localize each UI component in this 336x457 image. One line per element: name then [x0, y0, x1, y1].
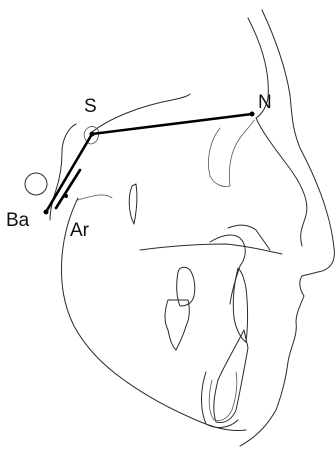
symphysis-inner [209, 372, 237, 421]
basion-point [44, 210, 49, 215]
label-s: S [84, 96, 97, 117]
posterior-cranium [50, 124, 76, 220]
soft-tissue-profile [240, 10, 334, 446]
symphysis-outer [202, 372, 239, 427]
sella-point [90, 132, 95, 137]
lower-incisor [214, 330, 248, 423]
label-n: N [258, 92, 272, 113]
ear-rod-circle [25, 173, 47, 195]
maxilla-palate [140, 244, 282, 254]
orbit-outline [208, 120, 254, 187]
upper-incisor [233, 268, 247, 342]
nasion-point [250, 112, 255, 117]
cranial-base-outline [92, 94, 190, 132]
mandible-outline [62, 198, 247, 431]
label-ba: Ba [6, 210, 30, 231]
s-ba-line [46, 134, 92, 212]
frontal-nasal-bone [248, 18, 307, 246]
pterygomaxillary-fissure [129, 184, 137, 224]
ramus-inner [78, 195, 112, 200]
articulare-point [64, 194, 68, 198]
lower-molar [165, 300, 189, 350]
nasal-floor [228, 225, 270, 250]
label-ar: Ar [70, 220, 90, 241]
s-n-line [92, 114, 252, 134]
